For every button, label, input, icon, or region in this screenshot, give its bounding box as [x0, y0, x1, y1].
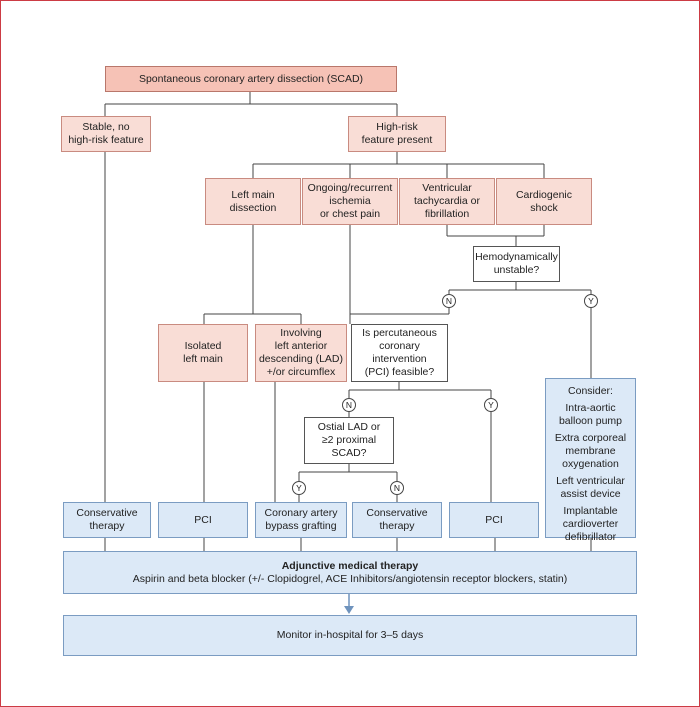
consider-iabp: Intra-aortic balloon pump — [559, 402, 622, 428]
consider-icd-line3: defibrillator — [564, 531, 617, 543]
node-isolated-left-main: Isolated left main — [158, 324, 248, 382]
node-lmd-line2: dissection — [229, 201, 277, 214]
node-pf-line1: Is percutaneous — [362, 327, 437, 339]
node-vt-line3: fibrillation — [424, 208, 470, 220]
node-hu-line2: unstable? — [493, 264, 540, 276]
node-vt-line1: Ventricular — [422, 182, 472, 194]
node-involving-lad: Involving left anterior descending (LAD)… — [255, 324, 347, 382]
node-cabg: Coronary artery bypass grafting — [255, 502, 347, 538]
node-vt-line2: tachycardia or — [414, 195, 480, 207]
consider-ecmo-line3: oxygenation — [562, 458, 619, 470]
decision-hemo-no: N — [442, 294, 456, 308]
node-lmd-line1: Left main — [231, 188, 275, 201]
node-lad-line2: left anterior — [274, 340, 328, 352]
consider-ecmo: Extra corporeal membrane oxygenation — [555, 432, 626, 471]
node-pci-2: PCI — [449, 502, 539, 538]
node-high-risk-line1: High-risk — [376, 121, 418, 133]
node-lad-line3: descending (LAD) — [258, 353, 344, 365]
decision-pci-no: N — [342, 398, 356, 412]
node-ol-line2: ≥2 proximal — [321, 434, 377, 446]
node-cs-line2: shock — [530, 201, 558, 214]
node-consider: Consider: Intra-aortic balloon pump Extr… — [545, 378, 636, 543]
pci2-text: PCI — [485, 513, 503, 526]
node-ilm-line2: left main — [183, 353, 223, 365]
node-lad-line4: +/or circumflex — [266, 366, 336, 378]
node-cs-line1: Cardiogenic — [515, 188, 573, 201]
node-pci-feasible: Is percutaneous coronary intervention (P… — [351, 324, 448, 382]
ct2-line2: therapy — [379, 520, 415, 532]
node-hemodynamically-unstable: Hemodynamically unstable? — [473, 246, 560, 282]
decision-ostial-yes: Y — [292, 481, 306, 495]
node-oi-line1: Ongoing/recurrent — [307, 182, 393, 194]
node-conservative-therapy-2: Conservative therapy — [352, 502, 442, 538]
node-stable-line1: Stable, no — [82, 121, 130, 133]
node-pf-line4: (PCI) feasible? — [364, 366, 435, 378]
node-left-main-dissection: Left main dissection — [205, 178, 301, 225]
node-oi-line3: or chest pain — [319, 208, 381, 220]
ct1-line2: therapy — [89, 520, 125, 532]
node-high-risk: High-risk feature present — [348, 116, 446, 152]
ct2-line1: Conservative — [366, 507, 428, 519]
adjunctive-text: Aspirin and beta blocker (+/- Clopidogre… — [132, 572, 568, 585]
consider-lvad-line2: assist device — [560, 488, 621, 500]
node-pci-1: PCI — [158, 502, 248, 538]
node-ol-line1: Ostial LAD or — [317, 421, 381, 433]
consider-ecmo-line2: membrane — [565, 445, 616, 457]
consider-iabp-line1: Intra-aortic — [565, 402, 616, 414]
node-adjunctive-therapy: Adjunctive medical therapy Aspirin and b… — [63, 551, 637, 594]
node-pf-line3: intervention — [372, 353, 427, 365]
decision-hemo-yes: Y — [584, 294, 598, 308]
node-conservative-therapy-1: Conservative therapy — [63, 502, 151, 538]
consider-icd-line2: cardioverter — [562, 518, 619, 530]
node-lad-line1: Involving — [280, 327, 322, 339]
monitor-text: Monitor in-hospital for 3–5 days — [276, 629, 424, 641]
cabg-line1: Coronary artery — [264, 507, 338, 519]
consider-lvad-line1: Left ventricular — [556, 475, 625, 487]
node-ongoing-ischemia: Ongoing/recurrent ischemia or chest pain — [302, 178, 398, 225]
consider-icd-line1: Implantable — [563, 505, 618, 517]
node-ilm-line1: Isolated — [184, 340, 222, 352]
decision-ostial-no: N — [390, 481, 404, 495]
node-high-risk-line2: feature present — [361, 134, 433, 146]
node-monitor: Monitor in-hospital for 3–5 days — [63, 615, 637, 656]
node-stable: Stable, no high-risk feature — [61, 116, 151, 152]
node-ventricular-tachycardia: Ventricular tachycardia or fibrillation — [399, 178, 495, 225]
node-hu-line1: Hemodynamically — [475, 251, 558, 263]
adjunctive-title: Adjunctive medical therapy — [281, 559, 419, 572]
consider-icd: Implantable cardioverter defibrillator — [563, 505, 618, 544]
cabg-line2: bypass grafting — [265, 520, 337, 532]
arrow-head — [344, 606, 354, 614]
node-stable-line2: high-risk feature — [68, 134, 144, 146]
node-cardiogenic-shock: Cardiogenic shock — [496, 178, 592, 225]
consider-ecmo-line1: Extra corporeal — [554, 432, 627, 444]
node-scad: Spontaneous coronary artery dissection (… — [105, 66, 397, 92]
pci1-text: PCI — [194, 513, 212, 526]
consider-lvad: Left ventricular assist device — [556, 475, 625, 501]
node-ol-line3: SCAD? — [331, 447, 367, 459]
node-pf-line2: coronary — [379, 340, 420, 352]
node-ostial-lad: Ostial LAD or ≥2 proximal SCAD? — [304, 417, 394, 464]
node-oi-line2: ischemia — [329, 195, 371, 207]
consider-title: Consider: — [568, 385, 613, 397]
consider-iabp-line2: balloon pump — [558, 415, 623, 427]
ct1-line1: Conservative — [76, 507, 138, 519]
decision-pci-yes: Y — [484, 398, 498, 412]
node-scad-text: Spontaneous coronary artery dissection (… — [138, 72, 364, 85]
